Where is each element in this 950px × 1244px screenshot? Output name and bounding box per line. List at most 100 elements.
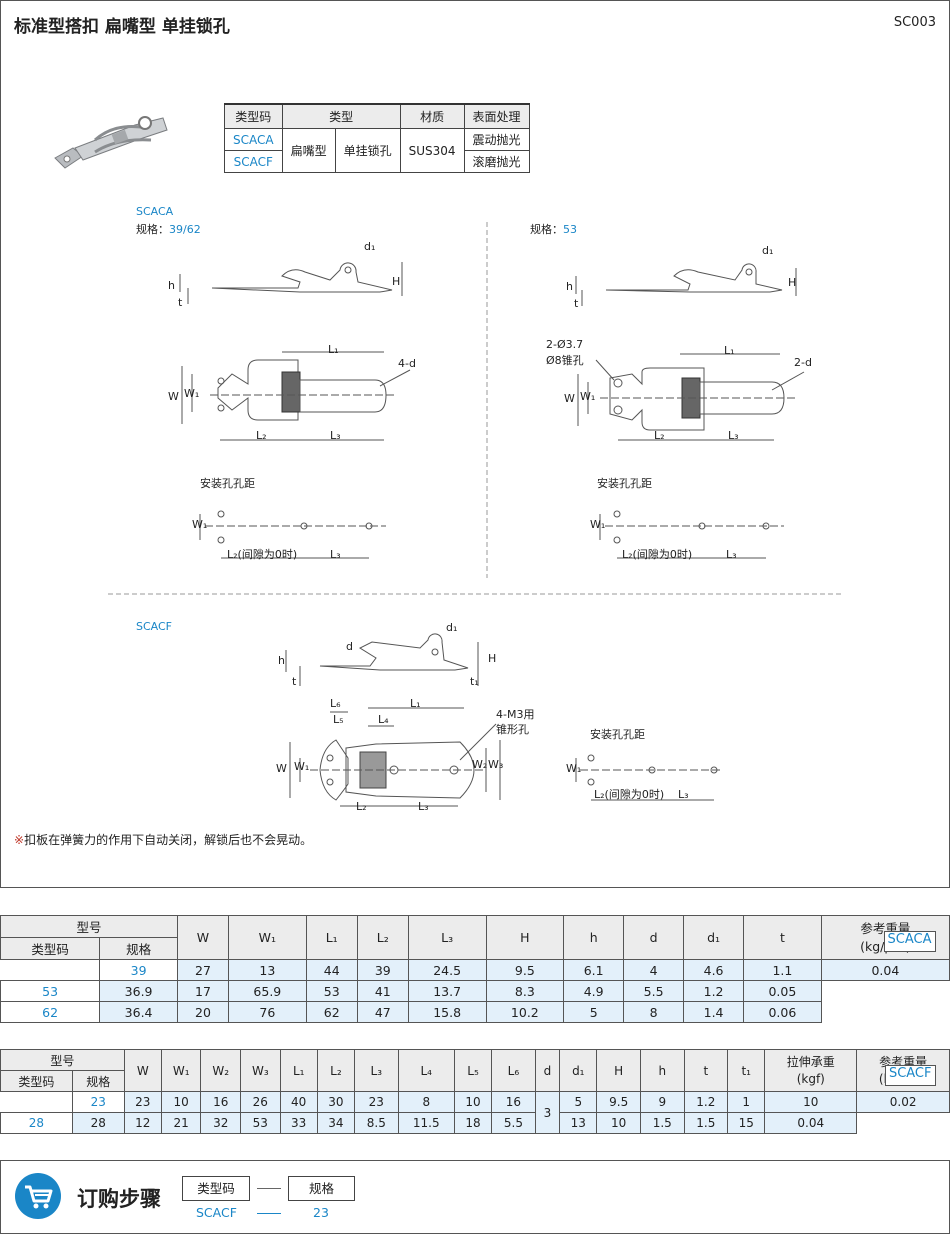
order-dash bbox=[257, 1188, 281, 1189]
col-header: W₁ bbox=[160, 1049, 202, 1092]
value-cell: 13.7 bbox=[407, 980, 487, 1002]
col-header: d bbox=[534, 1049, 561, 1092]
col-header: W bbox=[123, 1049, 162, 1092]
value-cell: 3 bbox=[534, 1091, 561, 1134]
scacf-spec-table: 型号 W W₁ W₂ W₃ L₁ L₂ L₃ L₄ L₅ L₆ d d₁ H h… bbox=[0, 1049, 950, 1134]
value-cell: 36.9 bbox=[99, 980, 178, 1002]
col-header: h bbox=[563, 915, 625, 960]
col-header: d₁ bbox=[559, 1049, 598, 1092]
value-cell: 34 bbox=[316, 1112, 356, 1134]
dim-L2: L₂ bbox=[654, 429, 665, 442]
finish-cell: 滚磨抛光 bbox=[463, 150, 530, 173]
table-row: 28 28 12 21 32 53 33 34 8.5 11.5 18 5.5 … bbox=[0, 1112, 950, 1134]
value-cell: 13 bbox=[228, 959, 307, 981]
size-header: 规格 bbox=[99, 937, 178, 960]
table-row: SCACF 23 23 10 16 26 40 30 23 8 10 16 3 … bbox=[1, 1064, 950, 1134]
value-cell: 9 bbox=[639, 1091, 685, 1113]
value-cell: 5 bbox=[563, 1001, 625, 1023]
dim-L1: L₁ bbox=[724, 344, 735, 357]
col-header: W bbox=[176, 915, 230, 960]
col-header: h bbox=[639, 1049, 685, 1092]
dim-L1: L₁ bbox=[328, 343, 339, 356]
dim-W1: W₁ bbox=[294, 760, 310, 773]
value-cell: 15.8 bbox=[407, 1001, 487, 1023]
order-box-size: 规格 bbox=[288, 1176, 355, 1201]
dim-H: H bbox=[788, 276, 797, 289]
value-cell: 12 bbox=[123, 1112, 162, 1134]
type-cell: 单挂锁孔 bbox=[334, 128, 401, 173]
value-cell: 27 bbox=[176, 959, 230, 981]
value-cell: 10.2 bbox=[485, 1001, 565, 1023]
dim-W1: W₁ bbox=[184, 387, 200, 400]
col-header: t bbox=[683, 1049, 729, 1092]
dim-L6: L₆ bbox=[330, 697, 341, 710]
load-cell: 10 bbox=[764, 1091, 858, 1113]
col-header: L₂ bbox=[356, 915, 409, 960]
dim-d: d bbox=[346, 640, 353, 653]
dim-W: W bbox=[276, 762, 287, 775]
dim-W1: W₁ bbox=[192, 518, 208, 531]
size-cell: 23 bbox=[71, 1091, 125, 1113]
scacf-label: SCACF bbox=[136, 620, 173, 633]
value-cell: 5.5 bbox=[491, 1112, 536, 1134]
value-cell: 62 bbox=[305, 1001, 358, 1023]
value-cell: 5 bbox=[559, 1091, 598, 1113]
value-cell: 17 bbox=[176, 980, 230, 1002]
col-header: W₂ bbox=[200, 1049, 242, 1092]
dim-W: W bbox=[168, 390, 179, 403]
dim-L3: L₃ bbox=[678, 788, 689, 801]
value-cell: 23 bbox=[123, 1091, 162, 1113]
type-cell: 扁嘴型 bbox=[281, 128, 336, 173]
dim-W3: W₃ bbox=[488, 758, 504, 771]
value-cell: 1.4 bbox=[683, 1001, 745, 1023]
col-header: H bbox=[596, 1049, 641, 1092]
col-header: L₁ bbox=[305, 915, 358, 960]
value-cell: 36.4 bbox=[99, 1001, 178, 1023]
col-header: L₄ bbox=[397, 1049, 455, 1092]
product-code: SC003 bbox=[893, 15, 936, 30]
dim-d1: d₁ bbox=[446, 621, 458, 634]
mount-label: 安装孔孔距 bbox=[200, 477, 255, 490]
load-header: 拉伸承重 (kgf) bbox=[764, 1049, 858, 1092]
col-type-code: 类型码 bbox=[224, 103, 283, 129]
scaca-spec-table: 型号 W W₁ L₁ L₂ L₃ H h d d₁ t 参考重量 (kg/pcs… bbox=[0, 915, 950, 1023]
material-cell: SUS304 bbox=[399, 128, 465, 173]
col-material: 材质 bbox=[399, 103, 465, 129]
value-cell: 8.3 bbox=[485, 980, 565, 1002]
value-cell: 47 bbox=[356, 1001, 409, 1023]
dim-h: h bbox=[168, 279, 175, 292]
spring-note: ※扣板在弹簧力的作用下自动关闭，解锁后也不会晃动。 bbox=[14, 833, 313, 847]
value-cell: 4.6 bbox=[683, 959, 745, 981]
model-header: 型号 bbox=[0, 1049, 125, 1071]
shopping-cart-icon bbox=[15, 1173, 61, 1219]
weight-cell: 0.02 bbox=[856, 1091, 950, 1113]
dim-L3: L₃ bbox=[330, 548, 341, 561]
col-header: W₁ bbox=[228, 915, 307, 960]
dim-H: H bbox=[392, 275, 401, 288]
value-cell: 33 bbox=[279, 1112, 318, 1134]
load-cell: 15 bbox=[727, 1112, 766, 1134]
col-header: d₁ bbox=[683, 915, 745, 960]
type-code-cell: SCACA bbox=[224, 128, 283, 151]
value-cell: 4.9 bbox=[563, 980, 625, 1002]
value-cell: 16 bbox=[200, 1091, 242, 1113]
col-header: L₁ bbox=[279, 1049, 318, 1092]
value-cell: 53 bbox=[305, 980, 358, 1002]
page-title: 标准型搭扣 扁嘴型 单挂锁孔 bbox=[14, 17, 230, 37]
type-code-cell: SCACF bbox=[884, 1064, 936, 1086]
gap-note: L₂(间隙为0时) bbox=[227, 548, 298, 561]
hole-note: 4-d bbox=[398, 357, 416, 370]
value-cell: 8 bbox=[623, 1001, 685, 1023]
dim-L2: L₂ bbox=[356, 800, 367, 813]
weight-cell: 0.06 bbox=[743, 1001, 822, 1023]
m3-note: 4-M3用 bbox=[496, 708, 535, 721]
value-cell: 10 bbox=[596, 1112, 641, 1134]
value-cell: 4 bbox=[623, 959, 685, 981]
table-row: SCACA 39 27 13 44 39 24.5 9.5 6.1 4 4.6 … bbox=[1, 930, 950, 981]
order-dash bbox=[257, 1213, 281, 1214]
value-cell: 44 bbox=[305, 959, 358, 981]
value-cell: 1.5 bbox=[639, 1112, 685, 1134]
size-cell: 28 bbox=[0, 1112, 73, 1134]
value-cell: 5.5 bbox=[623, 980, 685, 1002]
value-cell: 9.5 bbox=[485, 959, 565, 981]
